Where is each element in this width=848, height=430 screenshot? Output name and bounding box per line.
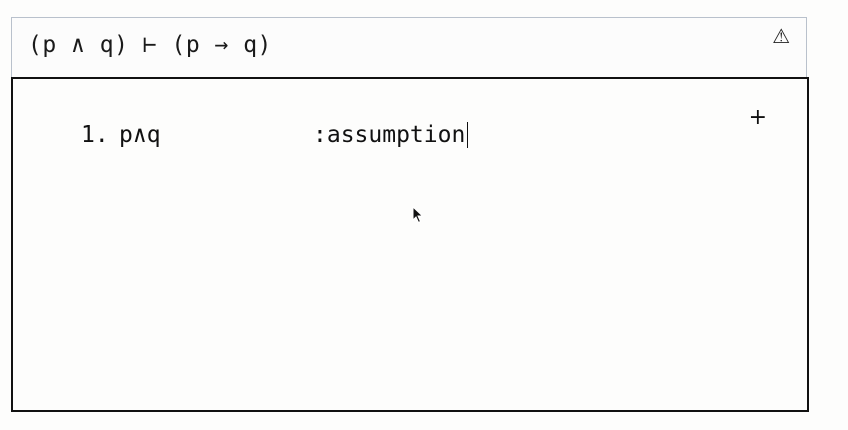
line-justification-input[interactable]: :assumption [313,122,469,148]
mouse-pointer-icon [412,206,424,224]
proof-line: 1. p∧q :assumption [13,119,807,153]
add-line-button[interactable]: + [748,105,767,130]
line-number: 1. [81,122,109,148]
proof-editor[interactable]: 1. p∧q :assumption + [11,77,809,412]
sequent-goal: (p ∧ q) ⊢ (p → q) [28,32,272,58]
proof-header: (p ∧ q) ⊢ (p → q) ⚠ [11,17,807,77]
line-formula[interactable]: p∧q [119,122,161,148]
warning-icon[interactable]: ⚠ [772,24,790,48]
